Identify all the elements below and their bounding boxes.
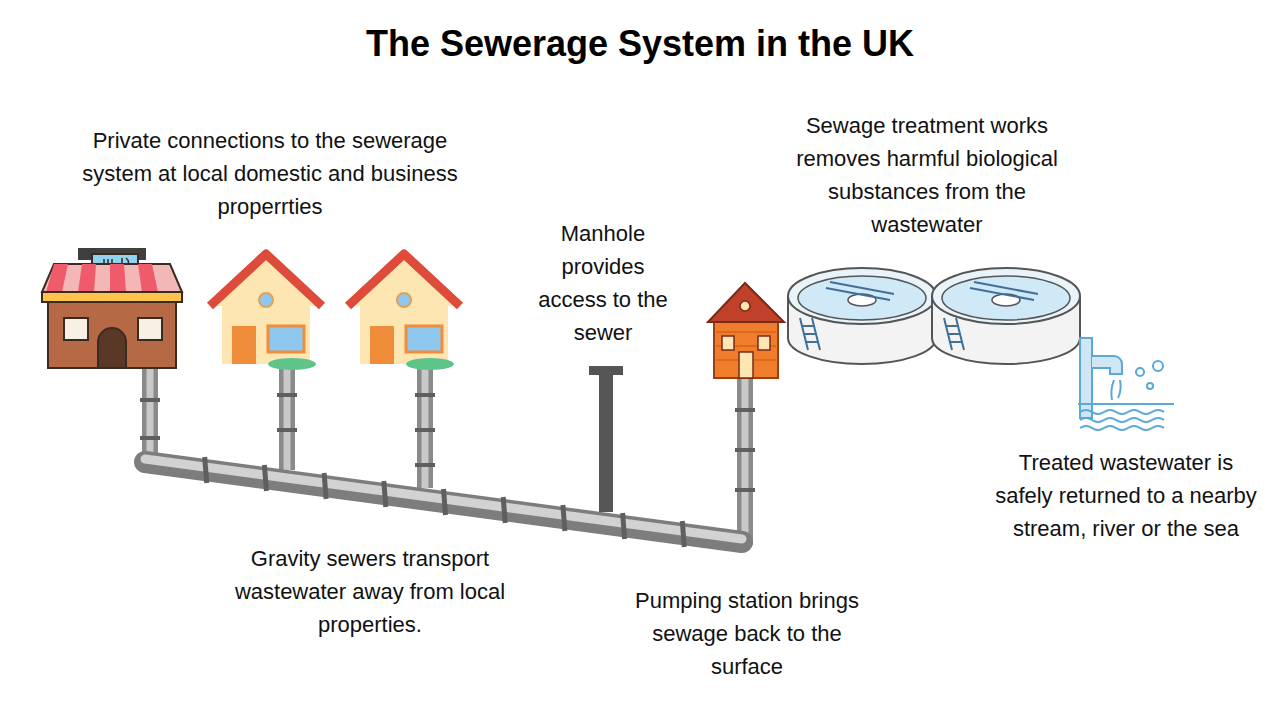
pipe-joint	[140, 398, 160, 402]
pipe-joint	[503, 497, 505, 523]
callout-text: Sewage treatment works removes harmful b…	[772, 109, 1082, 241]
callout-text: Treated wastewater is safely returned to…	[991, 446, 1261, 545]
pipe-joint	[735, 448, 755, 452]
pipe-joint	[735, 408, 755, 412]
pumping-station	[708, 283, 784, 378]
shop-icon	[42, 248, 182, 368]
pipe-joint	[140, 436, 160, 440]
connection-pipes	[150, 366, 745, 545]
manhole-shaft	[589, 366, 623, 512]
callout-text: Gravity sewers transport wastewater away…	[210, 542, 530, 641]
pipe-joints	[140, 393, 755, 547]
pipe-joint	[415, 428, 435, 432]
pipe-joint	[415, 463, 435, 467]
pipe-joint	[415, 393, 435, 397]
gravity-sewer	[145, 459, 742, 542]
callout-text: Manhole provides access to the sewer	[528, 217, 678, 349]
pipe-joint	[324, 473, 326, 499]
pipe-joint	[205, 457, 207, 483]
pipe-joint	[277, 428, 297, 432]
house-icon	[210, 254, 322, 370]
callout-text: Private connections to the sewerage syst…	[75, 124, 465, 223]
pipe-joint	[277, 393, 297, 397]
house-icon	[348, 254, 460, 370]
treatment-tank	[788, 268, 936, 364]
pipe-joint	[682, 521, 684, 547]
diagram-title: The Sewerage System in the UK	[366, 22, 914, 66]
treatment-tank	[932, 268, 1080, 364]
pipe-joint	[735, 488, 755, 492]
pipe-joint	[563, 505, 565, 531]
pipe-joint	[264, 465, 266, 491]
callout-text: Pumping station brings sewage back to th…	[622, 584, 872, 683]
outfall-icon	[1078, 338, 1174, 430]
pipe-joint	[384, 481, 386, 507]
pipe-joint	[623, 513, 625, 539]
pipe-joint	[444, 489, 446, 515]
